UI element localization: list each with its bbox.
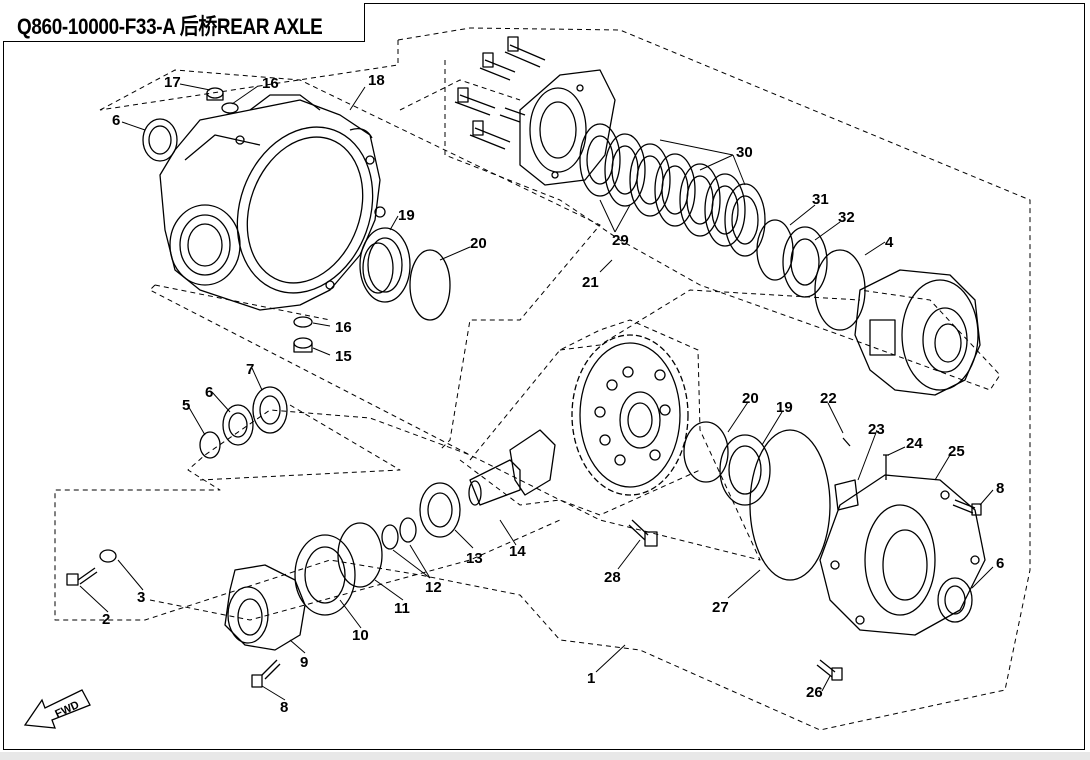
callout-14: 14 — [509, 543, 526, 560]
spring — [756, 219, 794, 281]
bolt-28 — [628, 519, 658, 547]
callout-18: 18 — [368, 72, 385, 89]
callout-32: 32 — [838, 209, 855, 226]
oil-seal-right — [937, 577, 973, 623]
callout-7: 7 — [246, 361, 254, 378]
callout-20-right: 20 — [742, 390, 759, 407]
callout-31: 31 — [812, 191, 829, 208]
washer-lower — [293, 316, 313, 328]
callout-6-mid: 6 — [205, 384, 213, 401]
bolt-26 — [816, 659, 843, 681]
o-ring-11 — [337, 522, 383, 588]
o-ring-5 — [199, 431, 221, 459]
callout-10: 10 — [352, 627, 369, 644]
callout-17: 17 — [164, 74, 181, 91]
diagram-title: Q860-10000-F33-A 后桥REAR AXLE — [17, 14, 323, 39]
callout-labels: 17 16 18 6 19 20 16 15 7 6 5 21 29 30 31… — [102, 72, 1004, 716]
callout-21: 21 — [582, 274, 599, 291]
oil-seal-upper-left — [142, 118, 178, 162]
bolt-right — [952, 499, 982, 516]
callout-16-lower: 16 — [335, 319, 352, 336]
callout-26: 26 — [806, 684, 823, 701]
end-cover — [819, 474, 986, 636]
clutch-housing — [854, 269, 981, 396]
callout-24: 24 — [906, 435, 923, 452]
bearing-13 — [419, 482, 461, 538]
callout-3: 3 — [137, 589, 145, 606]
bottom-strip — [0, 752, 1090, 760]
clutch-cover-plate — [519, 69, 616, 186]
callout-20-left: 20 — [470, 235, 487, 252]
ring-gear — [571, 334, 689, 496]
callout-27: 27 — [712, 599, 729, 616]
fwd-arrow-icon: FWD — [23, 689, 91, 729]
callout-1: 1 — [587, 670, 595, 687]
callout-28: 28 — [604, 569, 621, 586]
shim-1 — [399, 517, 417, 543]
callout-8-lower: 8 — [280, 699, 288, 716]
callout-6-upper: 6 — [112, 112, 120, 129]
leader-lines — [79, 83, 994, 701]
shim-2 — [381, 524, 399, 550]
callout-5: 5 — [182, 397, 190, 414]
snap-ring-right — [683, 421, 729, 483]
filler-plug — [206, 87, 224, 101]
bearing-7 — [252, 386, 288, 434]
pinion-gear — [468, 429, 556, 506]
clutch-plates — [579, 123, 766, 257]
screw-22 — [842, 437, 851, 447]
oil-seal-6 — [222, 404, 254, 446]
drain-plug — [293, 337, 313, 353]
callout-6-right: 6 — [996, 555, 1004, 572]
callout-29: 29 — [612, 232, 629, 249]
bearing-left — [359, 227, 411, 303]
gasket-ring — [814, 249, 866, 331]
callout-8-right: 8 — [996, 480, 1004, 497]
bearing-right — [719, 434, 771, 506]
callout-19-right: 19 — [776, 399, 793, 416]
title-box: Q860-10000-F33-A 后桥REAR AXLE — [3, 3, 365, 42]
callout-11: 11 — [394, 600, 410, 617]
callout-9: 9 — [300, 654, 308, 671]
callout-4: 4 — [885, 234, 894, 251]
group-outlines — [54, 27, 1031, 731]
callout-30: 30 — [736, 144, 753, 161]
washer-3 — [99, 549, 117, 563]
drawing-frame — [3, 3, 1085, 750]
callout-22: 22 — [820, 390, 837, 407]
callout-2: 2 — [102, 611, 110, 628]
bolt-2 — [66, 567, 98, 586]
callout-13: 13 — [466, 550, 483, 567]
callout-15: 15 — [335, 348, 352, 365]
callout-25: 25 — [948, 443, 965, 460]
bracket-23 — [834, 479, 859, 511]
bolt-lower — [251, 659, 281, 688]
callout-19-left: 19 — [398, 207, 415, 224]
washer-top — [221, 102, 239, 114]
callout-12: 12 — [425, 579, 442, 596]
o-ring-large — [749, 429, 831, 581]
axle-housing — [159, 94, 386, 311]
callout-16-top: 16 — [262, 75, 279, 92]
bolts-top — [454, 36, 546, 150]
snap-ring-left — [409, 249, 451, 321]
gasket-10 — [294, 534, 356, 616]
input-cover — [224, 564, 306, 651]
plate-32 — [782, 226, 828, 298]
callout-23: 23 — [868, 421, 885, 438]
